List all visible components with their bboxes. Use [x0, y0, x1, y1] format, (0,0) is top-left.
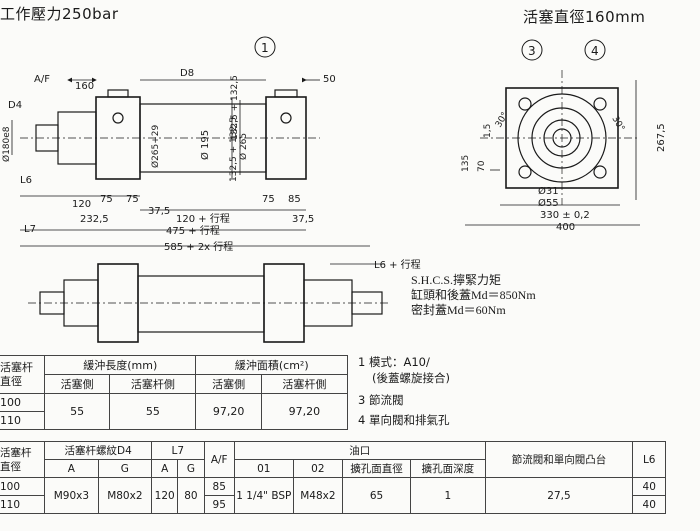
dims-thread-header: 活塞杆螺紋D4: [44, 441, 153, 460]
dims-thread-g: M80x2: [97, 477, 153, 514]
dim-585: 585 + 2x 行程: [164, 240, 233, 253]
dims-rod-header: 活塞杆直徑: [0, 441, 46, 478]
cushion-area-rod: 97,20: [260, 393, 349, 430]
dims-sub-g2: G: [177, 459, 205, 478]
legend-item-1b: (後蓋螺旋接合): [372, 371, 450, 385]
dims-af-header: A/F: [203, 441, 235, 478]
dim-267-5: 267,5: [656, 123, 667, 152]
dim-70: 70: [477, 160, 487, 172]
dims-sub-bore-depth: 擴孔面深度: [410, 459, 486, 478]
dims-row-rod: 100: [0, 477, 46, 496]
dims-row-l6: 40: [632, 477, 666, 496]
cushion-rod-header: 活塞杆直徑: [0, 355, 45, 394]
dims-row-l6: 40: [632, 495, 666, 514]
l7-label: L7: [24, 224, 36, 235]
cushion-length-header: 緩沖長度(mm): [43, 355, 197, 375]
dims-l7-a: 120: [151, 477, 179, 514]
dim-132-top: 132,5 + 132,5: [230, 75, 240, 140]
dim-265: Ø 265: [238, 133, 249, 160]
dim-75b: 75: [126, 194, 139, 205]
dim-195: Ø 195: [199, 130, 211, 160]
dim-120-stroke: 120 + 行程: [176, 212, 230, 225]
dim-132-bot: 132,5 + 132,5: [229, 117, 239, 182]
cushion-sub-piston-2: 活塞側: [195, 374, 262, 394]
dims-valve-header: 節流閥和單向閥凸台: [484, 441, 634, 478]
dims-sub-02: 02: [292, 459, 344, 478]
callout-3: 3: [528, 44, 536, 58]
d8-label: D8: [180, 68, 194, 79]
dim-37b: 37,5: [292, 214, 314, 225]
legend-item-4: 4 單向閥和排氣孔: [358, 413, 450, 427]
dimensions-table: 活塞杆直徑 活塞杆螺紋D4 L7 A/F 油口 節流閥和單向閥凸台 L6 A G…: [0, 441, 666, 514]
dim-55: Ø55: [538, 197, 559, 209]
dims-sub-bore-dia: 擴孔面直徑: [341, 459, 412, 478]
cushion-length-rod: 55: [109, 393, 197, 430]
dims-bore-depth: 1: [410, 477, 486, 514]
dims-bore-dia: 65: [341, 477, 412, 514]
dims-row-af: 85: [203, 477, 235, 496]
cushion-area-header: 緩沖面積(cm²): [195, 355, 348, 375]
torque-note-line3: 密封蓋Md＝60Nm: [411, 303, 506, 317]
angle-30a: 30°: [494, 111, 511, 130]
cushion-row-rod: 100: [0, 393, 45, 412]
dims-sub-01: 01: [233, 459, 294, 478]
cushion-table: 活塞杆直徑 緩沖長度(mm) 緩沖面積(cm²) 活塞側 活塞杆側 活塞側 活塞…: [0, 355, 349, 430]
dim-120: 120: [72, 199, 91, 210]
page-title-pressure: 工作壓力250bar: [0, 5, 119, 23]
dim-160: 160: [75, 81, 94, 92]
dim-265-29: Ø265+29: [150, 124, 161, 168]
dim-75a: 75: [100, 194, 113, 205]
dims-row-af: 95: [203, 495, 235, 514]
d4-label: D4: [8, 100, 22, 111]
dim-135: 135: [461, 155, 471, 172]
cushion-row-rod: 110: [0, 411, 45, 430]
dims-row-rod: 110: [0, 495, 46, 514]
dim-31: Ø31: [538, 185, 559, 197]
dims-l7-header: L7: [151, 441, 205, 460]
l6-stroke: L6 + 行程: [374, 258, 421, 271]
dims-sub-g1: G: [97, 459, 153, 478]
callout-1: 1: [261, 41, 269, 55]
page-title-piston-diameter: 活塞直徑160mm: [523, 8, 646, 26]
dim-232: 232,5: [80, 214, 109, 225]
dim-50: 50: [323, 74, 336, 85]
technical-drawing: 1 A/F D4 D8 160 50 Ø180e8 Ø265+29 Ø 195 …: [1, 36, 667, 343]
torque-note-line1: S.H.C.S.擰緊力矩: [411, 273, 502, 287]
dims-sub-a2: A: [151, 459, 179, 478]
dim-85: 85: [288, 194, 301, 205]
torque-note: S.H.C.S.擰緊力矩 缸頭和後蓋Md＝850Nm 密封蓋Md＝60Nm: [411, 273, 536, 318]
callout-4: 4: [591, 44, 599, 58]
dim-75c: 75: [262, 194, 275, 205]
dims-port-01: 1 1/4" BSP: [233, 477, 294, 514]
dims-valve-boss: 27,5: [484, 477, 634, 514]
dim-1-5: 1,5: [483, 124, 493, 138]
legend: 1 模式：A10/ (後蓋螺旋接合) 3 節流閥 4 單向閥和排氣孔: [358, 354, 450, 428]
torque-note-line2: 缸頭和後蓋Md＝850Nm: [411, 288, 536, 302]
dims-thread-a: M90x3: [44, 477, 99, 514]
cushion-area-piston: 97,20: [195, 393, 262, 430]
dim-400: 400: [556, 222, 575, 233]
l6-label: L6: [20, 175, 32, 186]
af-label: A/F: [34, 74, 50, 85]
dims-l7-g: 80: [177, 477, 205, 514]
cushion-length-piston: 55: [43, 393, 111, 430]
dims-port-02: M48x2: [292, 477, 344, 514]
dim-37a: 37,5: [148, 206, 170, 217]
cushion-sub-rod-1: 活塞杆側: [109, 374, 197, 394]
cylinder-side-view: [20, 89, 320, 180]
dim-180e8: Ø180e8: [1, 126, 12, 162]
dims-port-header: 油口: [233, 441, 486, 460]
cushion-sub-piston-1: 活塞側: [43, 374, 111, 394]
dim-475: 475 + 行程: [166, 224, 220, 237]
legend-item-1: 1 模式：A10/: [358, 355, 430, 369]
cylinder-end-view: [465, 70, 640, 226]
angle-30b: 30°: [609, 115, 626, 134]
dims-l6-header: L6: [632, 441, 666, 478]
legend-item-3: 3 節流閥: [358, 393, 404, 407]
dims-sub-a1: A: [44, 459, 99, 478]
cylinder-top-view: [28, 263, 390, 343]
cushion-sub-rod-2: 活塞杆側: [260, 374, 349, 394]
dim-330: 330 ± 0,2: [540, 210, 590, 221]
